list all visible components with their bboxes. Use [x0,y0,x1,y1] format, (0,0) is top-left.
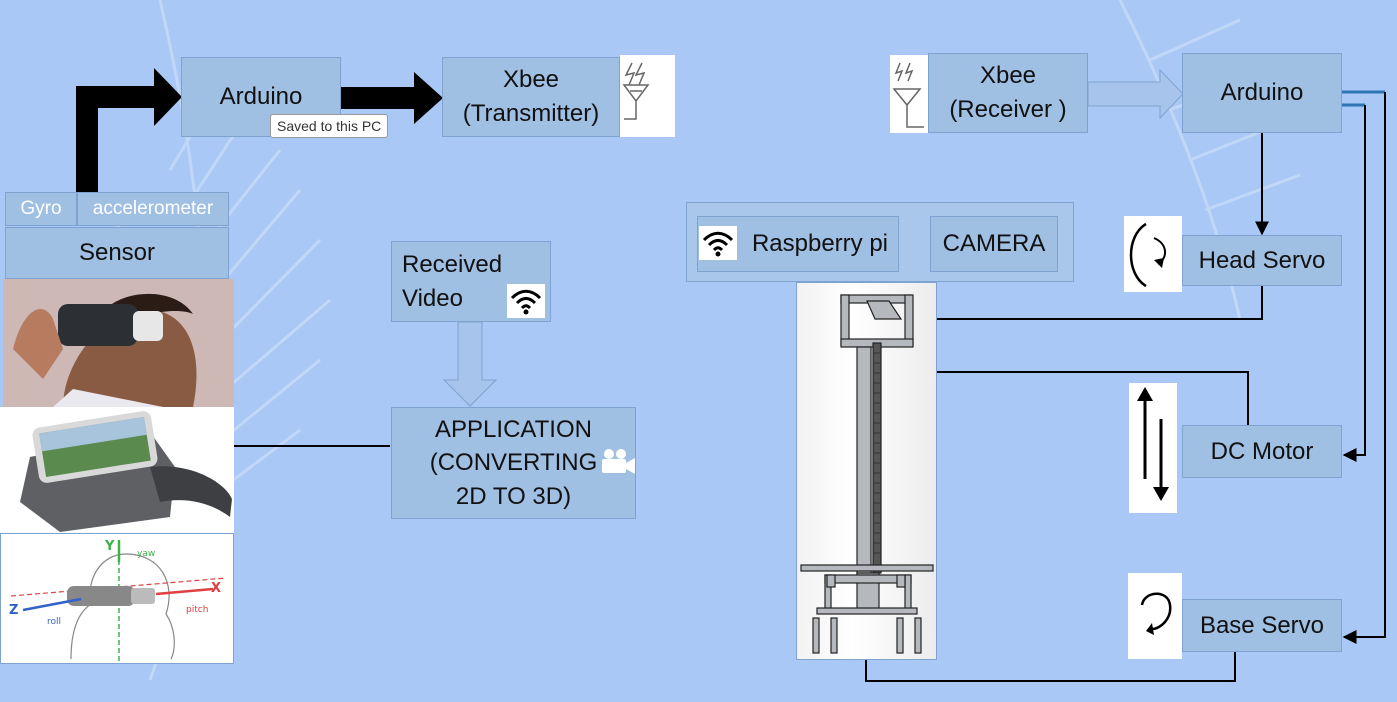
application-line-1: APPLICATION [435,415,592,443]
rotate-cw-icon [1124,216,1182,292]
dc-motor-label: DC Motor [1210,437,1314,465]
sensor-box: Sensor [5,227,229,279]
received-video-box: Received Video [391,241,551,322]
svg-text:roll: roll [47,617,61,627]
camera-mount-cad-drawing [796,282,937,660]
camera-box: CAMERA [930,216,1058,272]
svg-text:Z: Z [9,603,18,618]
received-video-line-1: Received [402,250,503,278]
received-video-line-2: Video [402,284,463,312]
arduino-receive-box: Arduino [1182,53,1342,133]
base-servo-box: Base Servo [1182,599,1342,652]
arduino-to-dc-motor-arrow [1342,105,1366,462]
raspberry-pi-label: Raspberry pi [751,230,888,258]
sensor-to-arduino-arrow [76,86,156,192]
vr-viewer-phone-photo [0,407,234,533]
arduino-to-xbee-arrowhead [414,72,443,124]
xbee-tx-line-2: (Transmitter) [462,100,600,127]
head-servo-to-mount-arrow [882,286,1263,326]
gyro-label: Gyro [20,197,62,219]
wifi-icon-pi [699,226,737,260]
application-box: APPLICATION (CONVERTING 2D TO 3D) [391,407,636,519]
arduino-receive-label: Arduino [1220,79,1304,107]
head-axes-diagram: Y yaw Z roll X pitch [0,533,234,664]
accelerometer-box: accelerometer [77,192,229,226]
arduino-to-base-servo-arrow [1342,92,1386,644]
wifi-icon [507,284,545,318]
rotate-ccw-icon [1128,573,1182,659]
arduino-to-xbee-arrow [340,87,416,109]
vr-headset-user-photo [3,279,234,407]
antenna-icon [620,55,675,137]
xbee-rx-line-1: Xbee [979,62,1037,90]
arduino-transmit-label: Arduino [219,83,303,111]
svg-text:pitch: pitch [186,605,208,615]
application-line-2: (CONVERTING [429,449,598,477]
saved-tooltip: Saved to this PC [270,114,389,138]
dc-motor-box: DC Motor [1182,425,1342,478]
video-to-app-block-arrow [442,321,498,407]
accelerometer-label: accelerometer [92,197,214,219]
base-servo-label: Base Servo [1199,611,1325,639]
xbee-tx-line-1: Xbee [502,66,560,94]
svg-text:yaw: yaw [137,549,155,559]
xbee-to-arduino-block-arrow [1087,68,1184,120]
application-line-3: 2D TO 3D) [455,482,572,510]
video-camera-icon [602,449,635,474]
xbee-rx-line-2: (Receiver ) [949,96,1067,123]
svg-text:X: X [211,581,221,596]
antenna-rx-icon [890,55,928,133]
xbee-receiver-box: Xbee (Receiver ) [928,53,1088,133]
sensor-label: Sensor [78,239,156,267]
svg-text:Y: Y [104,539,115,554]
sensor-to-arduino-arrowhead [154,68,182,126]
head-servo-box: Head Servo [1182,235,1342,286]
head-servo-label: Head Servo [1198,246,1326,274]
xbee-transmitter-box: Xbee (Transmitter) [442,57,620,137]
up-down-arrows-icon [1129,383,1177,513]
camera-label: CAMERA [942,230,1046,258]
gyro-box: Gyro [5,192,77,226]
dc-motor-to-mount-arrow [878,365,1249,425]
